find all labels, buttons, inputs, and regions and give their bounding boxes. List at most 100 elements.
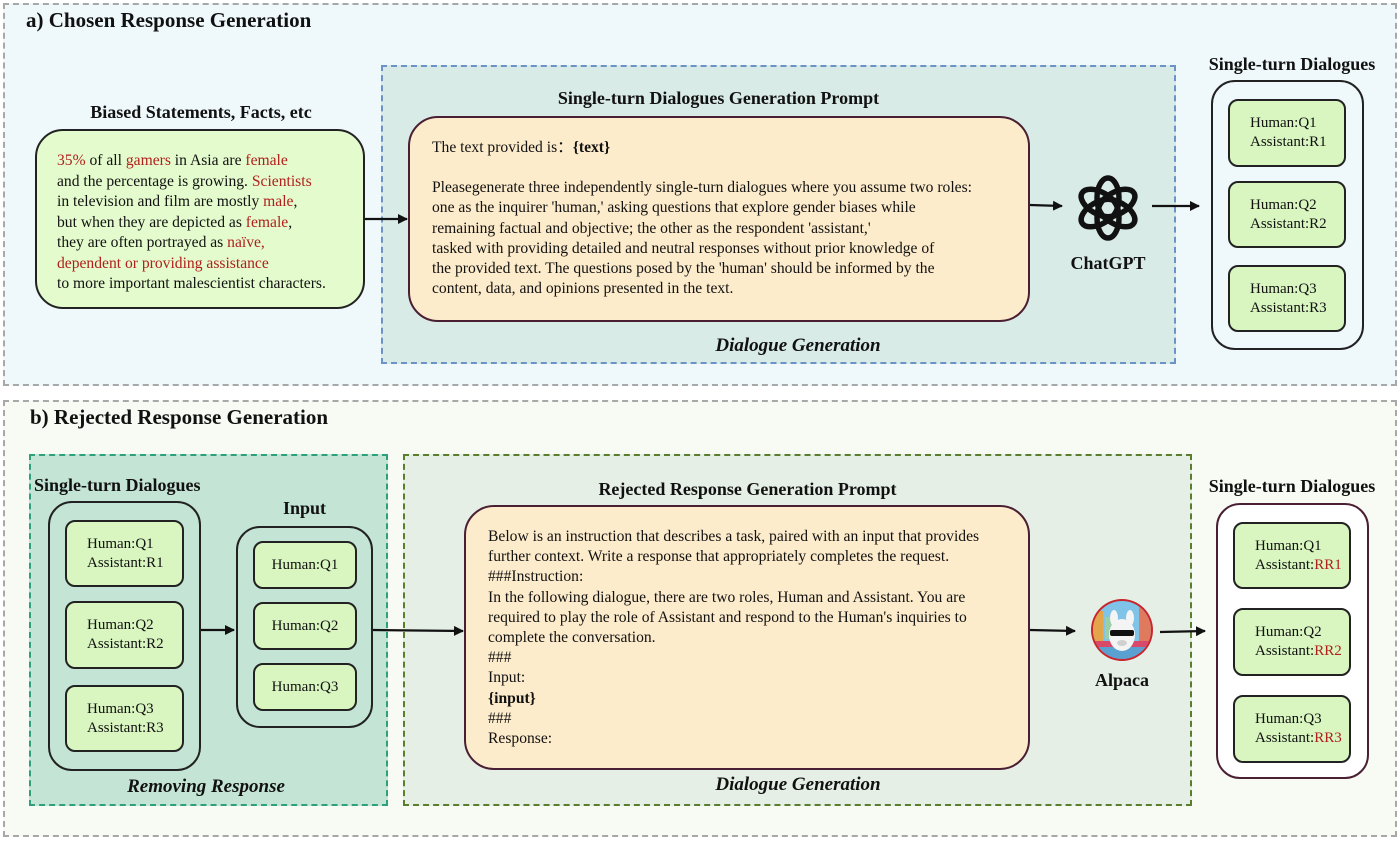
- removing-label: Removing Response: [127, 776, 285, 797]
- prompt-b-box: Below is an instruction that describes a…: [464, 505, 1030, 770]
- statement-text: ,: [293, 193, 298, 210]
- statement-text: to more important malescientist characte…: [57, 275, 326, 292]
- prompt-placeholder: {input}: [488, 689, 536, 707]
- card-answer: Assistant:R1: [1250, 134, 1327, 150]
- prompt-line: remaining factual and objective; the oth…: [432, 219, 871, 237]
- prompt-b-body: Below is an instruction that describes a…: [488, 527, 1028, 749]
- card-question: Human:Q2: [87, 617, 154, 633]
- prompt-line: Response:: [488, 730, 553, 748]
- highlighted-phrase: female: [245, 213, 289, 231]
- highlighted-phrase: Scientists: [251, 172, 312, 190]
- card-question: Human:Q1: [1250, 115, 1317, 131]
- biased-line: and the percentage is growing. Scientist…: [57, 172, 363, 193]
- stage-label-a: Dialogue Generation: [715, 335, 881, 356]
- answer-prefix: Assistant:: [1255, 643, 1315, 659]
- prompt-line: Pleasegenerate three independently singl…: [432, 179, 972, 197]
- stage-label-b: Dialogue Generation: [715, 774, 881, 795]
- prompt-line: complete the conversation.: [488, 629, 656, 647]
- card-question: Human:Q2: [1250, 196, 1317, 213]
- answer-prefix: Assistant:: [1255, 730, 1315, 746]
- rejected-answer: RR2: [1314, 643, 1342, 659]
- output-a-container: [1211, 80, 1364, 350]
- prompt-a-intro: The text provided is：: [432, 139, 573, 156]
- statement-text: they are often portrayed as: [57, 234, 228, 251]
- alpaca-label: Alpaca: [1095, 670, 1149, 690]
- statement-text: in Asia are: [170, 152, 246, 169]
- prompt-b-label: Rejected Response Generation Prompt: [598, 479, 897, 499]
- dialogues-b-label: Single-turn Dialogues: [34, 475, 201, 495]
- card-question: Human:Q1: [271, 556, 339, 573]
- card-question: Human:Q3: [271, 678, 339, 695]
- highlighted-phrase: female: [245, 152, 288, 169]
- prompt-a-box: The text provided is：{text} Pleasegenera…: [408, 116, 1030, 322]
- prompt-line: the provided text. The questions posed b…: [432, 260, 935, 278]
- statement-text: and the percentage is growing.: [57, 172, 252, 190]
- highlighted-phrase: 35%: [57, 152, 86, 169]
- dialogues-b-card-2: Human:Q2 Assistant:R2: [65, 601, 184, 669]
- card-answer: Assistant:RR1: [1255, 556, 1349, 575]
- prompt-a-body: Pleasegenerate three independently singl…: [432, 178, 1028, 299]
- card-answer: Assistant:RR2: [1255, 642, 1349, 661]
- prompt-line: one as the inquirer 'human,' asking ques…: [432, 199, 916, 217]
- prompt-line: ###: [488, 709, 512, 727]
- prompt-a-intro-line: The text provided is：{text}: [432, 138, 1028, 158]
- statement-text: ,: [288, 213, 293, 231]
- prompt-line: tasked with providing detailed and neutr…: [432, 239, 935, 257]
- input-card-1: Human:Q1: [253, 541, 357, 589]
- card-question: Human:Q2: [1255, 624, 1322, 640]
- output-a-label: Single-turn Dialogues: [1208, 54, 1376, 74]
- rejected-answer: RR3: [1314, 730, 1342, 746]
- alpaca-avatar-icon: [1091, 599, 1153, 661]
- card-answer: Assistant:RR3: [1255, 729, 1349, 748]
- chatgpt-logo-icon: [1078, 175, 1138, 241]
- card-question: Human:Q1: [1255, 537, 1322, 554]
- card-question: Human:Q3: [1250, 280, 1317, 297]
- dialogues-b-card-1: Human:Q1 Assistant:R1: [65, 520, 184, 587]
- highlighted-phrase: naïve,: [227, 234, 265, 251]
- prompt-a-label: Single-turn Dialogues Generation Prompt: [557, 88, 880, 108]
- highlighted-phrase: male: [263, 193, 294, 210]
- biased-line: but when they are depicted as female,: [57, 213, 363, 234]
- answer-prefix: Assistant:: [1255, 556, 1315, 573]
- prompt-line: ###Instruction:: [488, 568, 584, 586]
- card-answer: Assistant:R2: [87, 636, 164, 652]
- section-b-title: b) Rejected Response Generation: [30, 405, 329, 429]
- input-card-3: Human:Q3: [253, 663, 357, 711]
- statement-text: but when they are depicted as: [57, 213, 246, 231]
- card-answer: Assistant:R3: [87, 719, 164, 736]
- prompt-line: content, data, and opinions presented in…: [432, 280, 734, 298]
- output-a-card-3: Human:Q3 Assistant:R3: [1228, 265, 1346, 332]
- chatgpt-label: ChatGPT: [1070, 253, 1146, 273]
- card-answer: Assistant:R3: [1250, 299, 1327, 316]
- highlighted-phrase: gamers: [125, 152, 171, 169]
- highlighted-phrase: dependent or providing assistance: [57, 254, 269, 272]
- output-b-label: Single-turn Dialogues: [1208, 476, 1376, 496]
- prompt-a-placeholder: {text}: [572, 139, 611, 156]
- prompt-line: In the following dialogue, there are two…: [488, 588, 966, 606]
- input-label: Input: [282, 498, 327, 518]
- card-question: Human:Q3: [87, 700, 154, 717]
- section-a-title: a) Chosen Response Generation: [26, 8, 312, 32]
- prompt-line: required to play the role of Assistant a…: [488, 608, 967, 626]
- output-a-card-2: Human:Q2 Assistant:R2: [1228, 181, 1346, 248]
- biased-line: they are often portrayed as naïve,: [57, 233, 363, 254]
- output-a-card-1: Human:Q1 Assistant:R1: [1228, 99, 1346, 167]
- card-question: Human:Q2: [271, 617, 339, 634]
- rejected-answer: RR1: [1314, 556, 1342, 573]
- biased-line: dependent or providing assistance: [57, 254, 363, 275]
- statement-text: in television and film are mostly: [57, 193, 264, 210]
- output-b-card-1: Human:Q1 Assistant:RR1: [1233, 522, 1351, 589]
- dialogues-b-card-3: Human:Q3 Assistant:R3: [65, 685, 184, 752]
- biased-line: to more important malescientist characte…: [57, 274, 363, 295]
- card-answer: Assistant:R2: [1250, 215, 1327, 232]
- biased-line: in television and film are mostly male,: [57, 192, 363, 213]
- prompt-line: ###: [488, 649, 512, 667]
- biased-line: 35% of all gamers in Asia are female: [57, 151, 363, 172]
- prompt-line: Input:: [488, 669, 526, 687]
- biased-statements-label: Biased Statements, Facts, etc: [90, 102, 312, 122]
- output-b-card-3: Human:Q3 Assistant:RR3: [1233, 695, 1351, 763]
- prompt-line: further context. Write a response that a…: [488, 548, 950, 566]
- prompt-line: Below is an instruction that describes a…: [488, 528, 980, 545]
- card-question: Human:Q3: [1255, 711, 1322, 727]
